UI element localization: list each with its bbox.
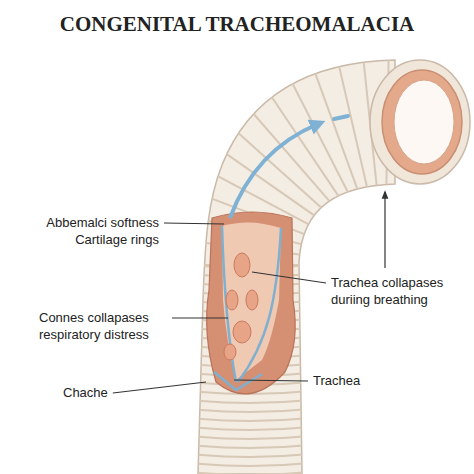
- cartilage-ring: [190, 463, 310, 466]
- cartilage-ring: [190, 445, 310, 448]
- part-label: Trachea collapases duriing breathing: [330, 274, 466, 308]
- cartilage-ring: [190, 427, 310, 430]
- cutaway: [207, 212, 296, 394]
- leader-arrow: [384, 192, 385, 268]
- part-label: Chache: [62, 384, 109, 401]
- cartilage-ring: [190, 409, 310, 412]
- part-label: Trachea: [312, 372, 361, 389]
- cartilage-ring: [190, 400, 310, 403]
- airflow-dash: [334, 116, 348, 119]
- leader-line: [172, 317, 228, 318]
- cartilage-ring: [311, 63, 357, 190]
- diagram-title: CONGENITAL TRACHEOMALACIA: [0, 12, 474, 37]
- cartilage-ring: [190, 472, 310, 474]
- cartilage-ring: [190, 454, 310, 457]
- cartilage-ring: [190, 418, 310, 421]
- airflow-arrow: [230, 124, 318, 218]
- leader-line: [164, 223, 224, 224]
- cross-section: [370, 60, 470, 184]
- cartilage-ring: [190, 436, 310, 439]
- part-label: Abbemalci softness Cartilage rings: [20, 214, 160, 248]
- leader-line: [252, 272, 326, 283]
- part-label: Connes collapases respiratory distress: [38, 309, 168, 343]
- leader-line: [234, 380, 308, 381]
- leader-line: [113, 382, 206, 393]
- cartilage-ring: [209, 142, 320, 219]
- cartilage-ring: [337, 56, 367, 188]
- cartilage-ring: [244, 103, 333, 205]
